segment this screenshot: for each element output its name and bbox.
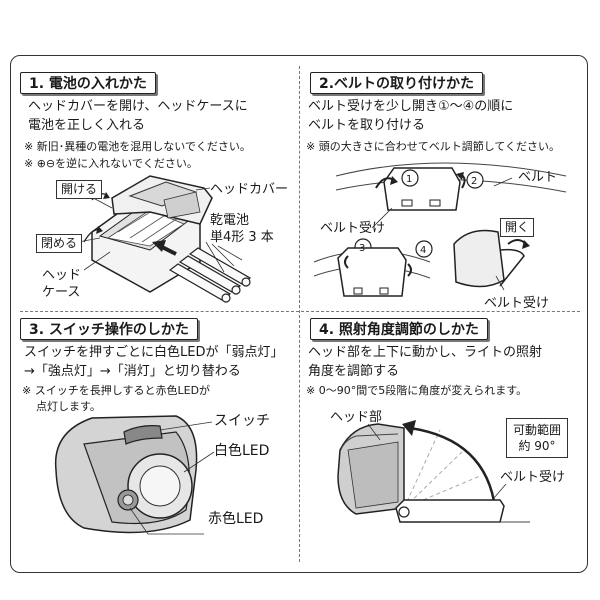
label-battery: 乾電池 bbox=[210, 213, 250, 228]
label-head-part: ヘッド部 bbox=[330, 410, 383, 425]
range-value: 約 90° bbox=[518, 439, 556, 453]
switch-instruction-line2: →「強点灯」→「消灯」と切り替わる bbox=[24, 364, 241, 379]
label-belt: ベルト bbox=[518, 170, 558, 185]
label-belt-holder: ベルト受け bbox=[320, 221, 386, 236]
step-number-1: 1 bbox=[406, 174, 413, 185]
belt-note-adjust: ※ 頭の大きさに合わせてベルト調節してください。 bbox=[306, 140, 561, 153]
switch-note-line2: 点灯します。 bbox=[36, 400, 101, 413]
label-belt-holder-2: ベルト受け bbox=[484, 296, 550, 311]
battery-note-polarity: ※ ⊕⊖を逆に入れないでください。 bbox=[24, 157, 198, 170]
switch-instruction-line1: スイッチを押すごとに白色LEDが「弱点灯」 bbox=[24, 345, 284, 360]
angle-instruction-line1: ヘッド部を上下に動かし、ライトの照射 bbox=[308, 345, 543, 360]
movable-range-box: 可動範囲 約 90° bbox=[506, 418, 569, 458]
label-open: 開ける bbox=[56, 180, 103, 199]
label-close: 閉める bbox=[36, 234, 83, 253]
vertical-divider bbox=[299, 66, 300, 562]
belt-instruction-line1: ベルト受けを少し開き①〜④の順に bbox=[308, 99, 514, 114]
label-battery-count: 単4形 3 本 bbox=[210, 230, 274, 245]
section-title-switch: 3. スイッチ操作のしかた bbox=[20, 318, 198, 340]
battery-note-mixing: ※ 新旧･異種の電池を混用しないでください。 bbox=[24, 140, 251, 153]
label-belt-holder-angle: ベルト受け bbox=[500, 470, 566, 485]
step-number-3: 3 bbox=[359, 243, 366, 254]
switch-note-line1: ※ スイッチを長押しすると赤色LEDが bbox=[22, 384, 211, 397]
range-label: 可動範囲 bbox=[513, 423, 562, 437]
section-title-angle: 4. 照射角度調節のしかた bbox=[310, 318, 488, 340]
section-title-battery: 1. 電池の入れかた bbox=[20, 72, 156, 94]
angle-instruction-line2: 角度を調節する bbox=[308, 364, 400, 379]
battery-instruction-line2: 電池を正しく入れる bbox=[28, 118, 146, 133]
horizontal-divider bbox=[20, 311, 580, 312]
label-switch: スイッチ bbox=[214, 413, 270, 429]
instruction-sheet bbox=[10, 55, 588, 573]
label-red-led: 赤色LED bbox=[208, 511, 264, 527]
label-open-holder: 開く bbox=[500, 218, 535, 237]
section-title-belt: 2.ベルトの取り付けかた bbox=[310, 72, 484, 94]
angle-note: ※ 0〜90°間で5段階に角度が変えられます。 bbox=[306, 384, 528, 397]
label-head-case-2: ケース bbox=[42, 285, 81, 300]
label-head-case-1: ヘッド bbox=[42, 268, 82, 283]
label-white-led: 白色LED bbox=[214, 443, 270, 459]
battery-instruction-line1: ヘッドカバーを開け、ヘッドケースに bbox=[28, 99, 248, 114]
belt-instruction-line2: ベルトを取り付ける bbox=[308, 118, 426, 133]
label-head-cover: ヘッドカバー bbox=[210, 182, 289, 197]
step-number-2: 2 bbox=[471, 176, 478, 187]
step-number-4: 4 bbox=[420, 245, 427, 256]
